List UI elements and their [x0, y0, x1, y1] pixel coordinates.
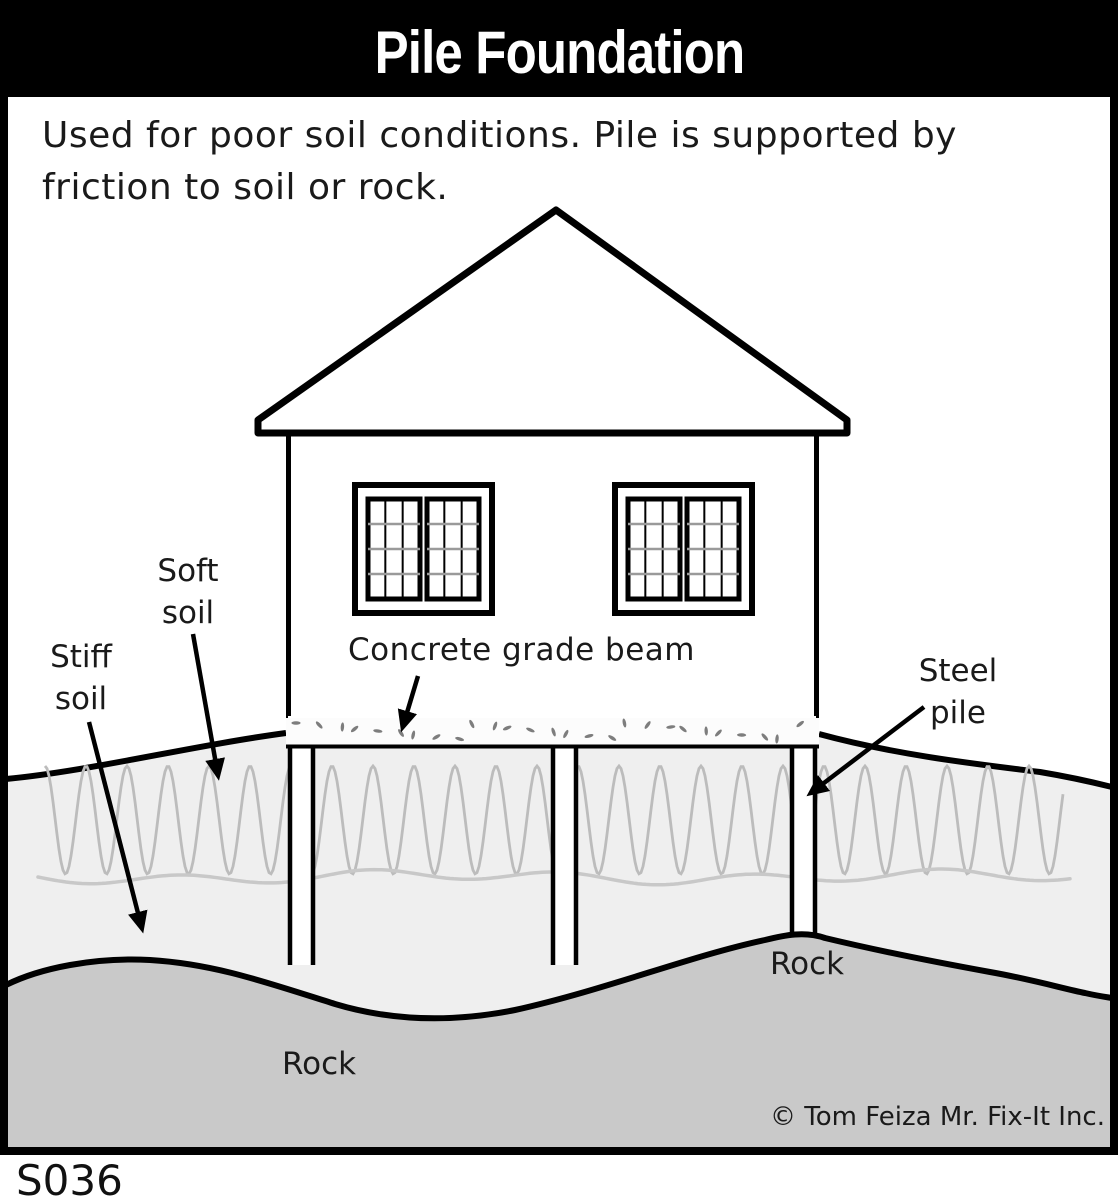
figure-code: S036 [16, 1156, 123, 1204]
description-text: Used for poor soil conditions. Pile is s… [42, 115, 957, 209]
arrow-soft-soil [190, 633, 225, 781]
concrete-speckles [291, 718, 804, 744]
house-walls [286, 430, 819, 716]
house [254, 206, 851, 718]
window-left [352, 482, 495, 616]
rock-mass [4, 931, 1113, 1150]
roof [254, 206, 851, 437]
arrow-steel-pile [806, 705, 926, 797]
label-concrete-grade-beam: Concrete grade beam [348, 632, 695, 668]
page-title: Pile Foundation [374, 19, 745, 86]
title-bar: Pile Foundation [8, 8, 1110, 97]
arrow-concrete-grade-beam [397, 675, 421, 733]
arrow-stiff-soil [86, 721, 148, 934]
annotation-arrows [86, 633, 926, 934]
steel-pile-1 [287, 747, 316, 965]
label-soft-soil: Soft soil [157, 553, 219, 632]
concrete-grade-beam [286, 714, 819, 749]
label-rock-right: Rock [770, 946, 845, 982]
label-stiff-soil: Stiff soil [50, 639, 112, 718]
steel-pile-3 [789, 747, 818, 941]
copyright-text: © Tom Feiza Mr. Fix-It Inc. [770, 1102, 1105, 1132]
steel-pile-2 [550, 747, 579, 965]
window-right [612, 482, 755, 616]
label-rock-left: Rock [282, 1046, 357, 1082]
label-steel-pile: Steel pile [918, 653, 998, 732]
